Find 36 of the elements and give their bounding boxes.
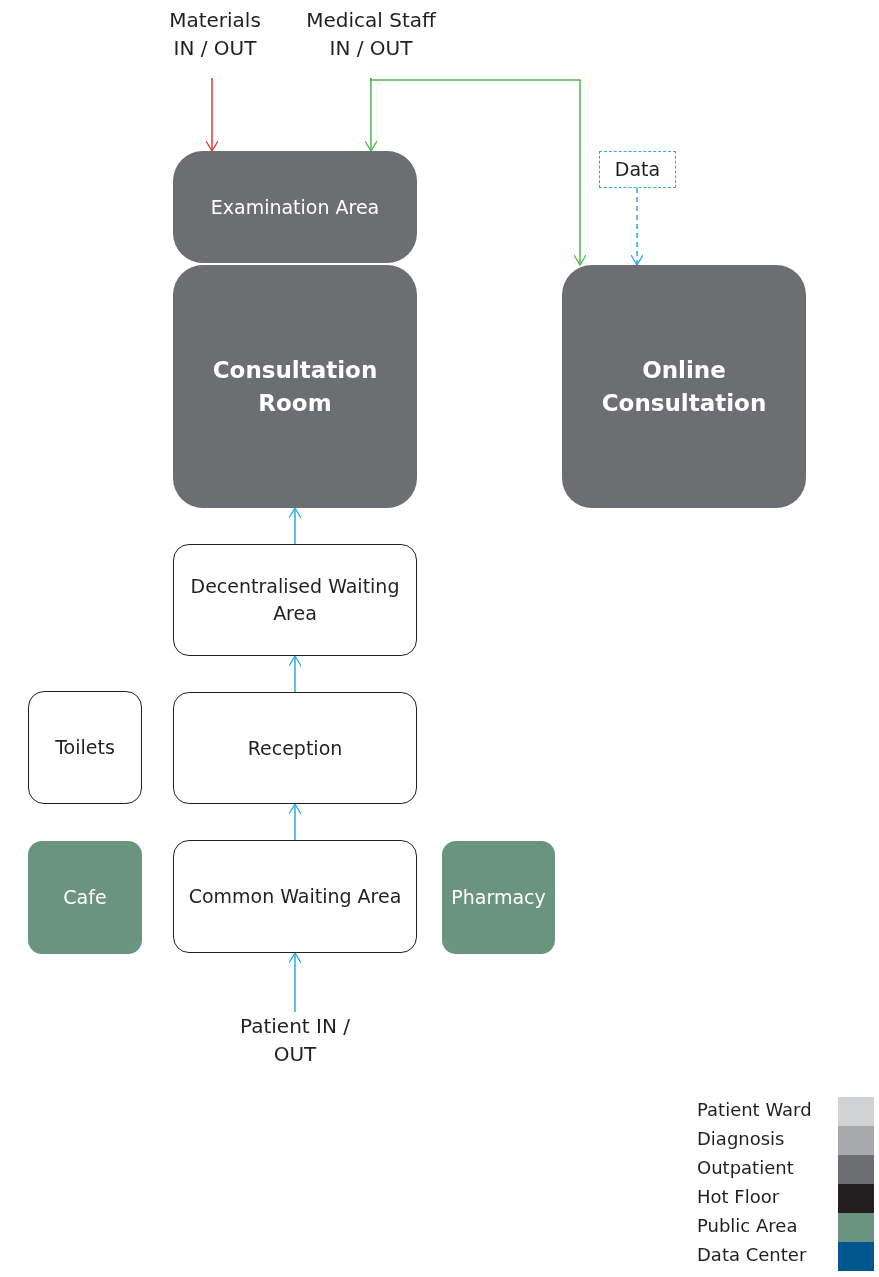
legend-label: Hot Floor — [697, 1186, 780, 1207]
area-label: Toilets — [54, 735, 116, 761]
arrow — [288, 655, 302, 693]
legend-label: Patient Ward — [697, 1099, 812, 1120]
area-label: Cafe — [62, 885, 108, 911]
arrow — [288, 507, 302, 545]
area-label: Common Waiting Area — [187, 884, 403, 910]
area-label: Data — [613, 157, 662, 183]
arrow — [630, 187, 644, 266]
public-area-box — [442, 841, 555, 954]
area-box — [173, 692, 417, 804]
area-label: Pharmacy — [450, 885, 547, 911]
area-label: Online Consultation — [600, 356, 768, 418]
legend-label: Public Area — [697, 1215, 798, 1236]
legend-label: Diagnosis — [697, 1128, 785, 1149]
room-box — [562, 265, 806, 508]
public-area-box — [28, 841, 142, 954]
data-box — [599, 151, 676, 188]
arrow — [288, 803, 302, 841]
area-box — [28, 691, 142, 804]
arrow — [205, 77, 219, 152]
area-box — [173, 544, 417, 656]
area-label: Reception — [246, 735, 344, 761]
legend-label: Data Center — [697, 1244, 807, 1265]
area-label: Consultation Room — [211, 356, 379, 418]
area-label: Decentralised Waiting Area — [189, 574, 401, 626]
legend-label: Outpatient — [697, 1157, 794, 1178]
flow-label: Materials IN / OUT — [168, 7, 262, 62]
room-box — [173, 265, 417, 508]
arrow — [370, 77, 587, 266]
arrow — [288, 952, 302, 1013]
area-label: Examination Area — [209, 194, 381, 220]
area-box — [173, 151, 417, 263]
flow-label: Medical Staff IN / OUT — [305, 7, 438, 62]
flow-label: Patient IN / OUT — [239, 1013, 351, 1068]
area-box — [173, 840, 417, 953]
